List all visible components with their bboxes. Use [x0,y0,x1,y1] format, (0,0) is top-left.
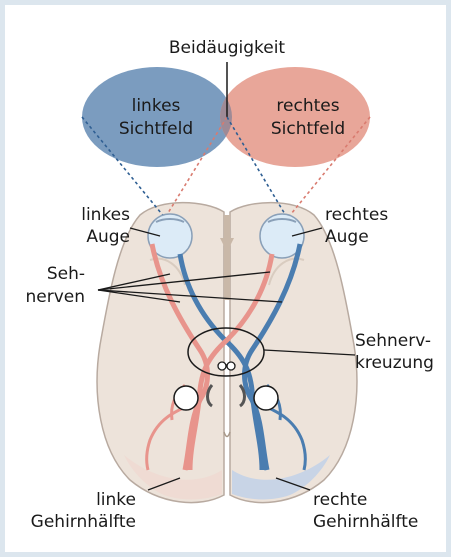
nerves-leader-2 [97,289,181,303]
right-eye-lens [267,218,297,223]
right-visual-field [220,67,370,167]
midbrain-left [206,384,214,408]
left-eye-label-line1: linkes [81,205,130,225]
right-visual-cortex-shading [232,455,330,500]
right-geniculate-marker [253,385,279,411]
left-eye-blue-nerve-inner [177,253,265,471]
left-eye-leader [129,227,161,237]
left-visual-field [82,67,232,167]
chiasm-label-line2: kreuzung [355,353,434,373]
left-visual-cortex-shading [124,455,222,500]
left-eye [147,213,193,259]
right-field-label-line2: Sichtfeld [270,119,346,139]
left-eye-label-line2: Auge [86,227,130,247]
left-eye-blue-projection [81,116,176,231]
chiasm-circle [187,327,265,377]
right-eye-blue-nerve-outer [242,243,303,471]
chiasm-label-line1: Sehnerv- [355,331,431,351]
right-field-label-line1: rechtes [276,96,340,116]
binocular-title: Beidäugigkeit [168,38,286,58]
midbrain-right [238,384,246,408]
right-hemisphere-label-line2: Gehirnhälfte [313,512,419,532]
mammillary-body-right [226,361,236,371]
nerves-label-line1: Seh- [46,264,85,284]
left-field-label-line2: Sichtfeld [118,119,194,139]
brain-midline-arrow [220,238,234,252]
right-hemisphere-leader [275,477,311,491]
brain-fold-right [268,257,305,286]
right-eye-label-line1: rechtes [325,205,389,225]
right-hemisphere-label-line1: rechte [313,490,368,510]
right-eye-red-nerve-inner [187,253,275,471]
left-hemisphere-label-line2: Gehirnhälfte [30,512,136,532]
right-eye-red-projection [277,116,371,231]
nerves-leader-1 [97,273,171,291]
chiasm-leader [263,349,356,356]
right-eye-label-line2: Auge [325,227,369,247]
nerves-label-line2: nerven [25,287,85,307]
left-eye-lens [155,218,185,223]
brain-lower-notch [223,431,231,438]
right-eye [259,213,305,259]
left-geniculate-marker [173,385,199,411]
mammillary-body-left [217,361,227,371]
left-hemisphere-leader [147,477,181,491]
nerves-leader-3 [97,271,271,291]
left-field-label-line1: linkes [131,96,181,116]
left-hemisphere-label-line1: linke [96,490,136,510]
right-eye-leader [291,227,323,237]
nerves-leader-4 [97,289,283,303]
